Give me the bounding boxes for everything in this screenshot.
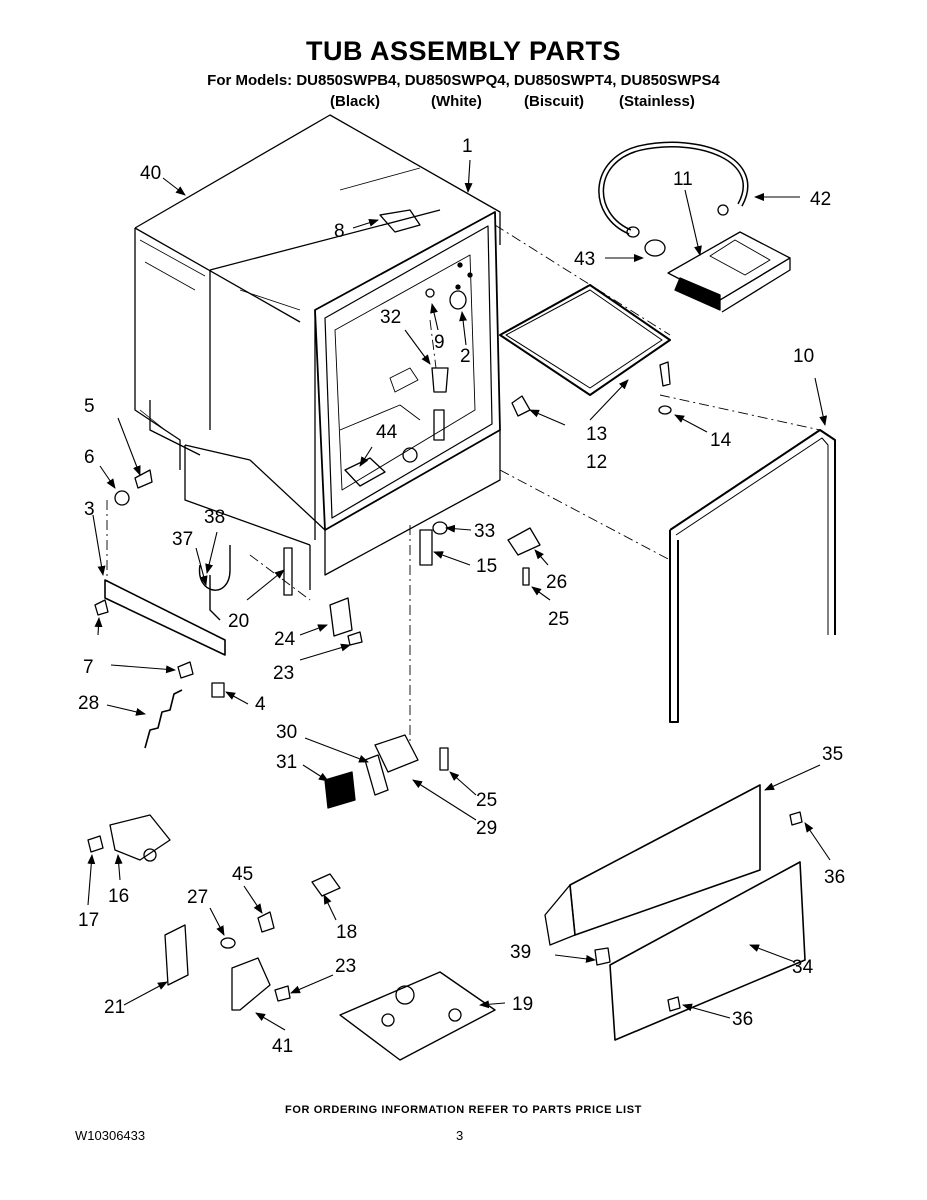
latch-assembly-parts bbox=[324, 734, 449, 809]
frame-part bbox=[669, 429, 836, 723]
callout-13: 13 bbox=[586, 424, 607, 445]
support-frame-part bbox=[499, 284, 671, 396]
callout-40: 40 bbox=[140, 163, 161, 184]
callout-31: 31 bbox=[276, 752, 297, 773]
callout-30: 30 bbox=[276, 722, 297, 743]
callout-11: 11 bbox=[673, 169, 693, 190]
callout-5: 5 bbox=[84, 396, 95, 417]
callout-21: 21 bbox=[104, 997, 125, 1018]
finish-stainless: (Stainless) bbox=[619, 93, 695, 110]
callout-32: 32 bbox=[380, 307, 401, 328]
parts-bag bbox=[339, 971, 496, 1061]
vent-part bbox=[667, 231, 791, 313]
callout-36a: 36 bbox=[824, 867, 845, 888]
finish-white: (White) bbox=[431, 93, 482, 110]
callout-23b: 23 bbox=[335, 956, 356, 977]
finish-biscuit: (Biscuit) bbox=[524, 93, 584, 110]
document-number: W10306433 bbox=[75, 1128, 146, 1143]
callout-27: 27 bbox=[187, 887, 208, 908]
page-title: TUB ASSEMBLY PARTS bbox=[305, 36, 622, 66]
toe-panel-parts bbox=[544, 784, 806, 1041]
water-valve-parts bbox=[87, 814, 171, 862]
tub-part bbox=[184, 211, 501, 590]
callout-42: 42 bbox=[810, 189, 831, 210]
callout-26: 26 bbox=[546, 572, 567, 593]
callout-12: 12 bbox=[586, 452, 607, 473]
callout-25b: 25 bbox=[476, 790, 497, 811]
callout-35: 35 bbox=[822, 744, 843, 765]
callout-38: 38 bbox=[204, 507, 225, 528]
insulation-blanket-part bbox=[134, 114, 501, 470]
callout-23a: 23 bbox=[273, 663, 294, 684]
callout-16: 16 bbox=[108, 886, 129, 907]
callout-2: 2 bbox=[460, 346, 471, 367]
callout-1: 1 bbox=[462, 136, 473, 157]
callout-28: 28 bbox=[78, 693, 99, 714]
page-number: 3 bbox=[456, 1128, 464, 1143]
callout-24: 24 bbox=[274, 629, 296, 650]
fill-hose-part bbox=[598, 141, 749, 238]
mounting-parts bbox=[344, 209, 672, 586]
spring-and-tube-parts bbox=[144, 545, 293, 749]
model-list: For Models: DU850SWPB4, DU850SWPQ4, DU85… bbox=[207, 72, 720, 89]
alignment-lines bbox=[106, 224, 821, 745]
callout-43: 43 bbox=[574, 249, 595, 270]
finish-black: (Black) bbox=[330, 93, 381, 110]
callout-labels: 1 2 3 4 5 6 7 8 9 10 11 12 13 14 15 16 1… bbox=[78, 136, 845, 1057]
callout-20: 20 bbox=[228, 611, 249, 632]
callout-34: 34 bbox=[792, 957, 814, 978]
callout-14: 14 bbox=[710, 430, 732, 451]
callout-33: 33 bbox=[474, 521, 495, 542]
hose-clamp-part bbox=[644, 239, 666, 257]
callout-18: 18 bbox=[336, 922, 357, 943]
callout-10: 10 bbox=[793, 346, 814, 367]
callout-41: 41 bbox=[272, 1036, 293, 1057]
callout-7: 7 bbox=[83, 657, 94, 678]
callout-17: 17 bbox=[78, 910, 99, 931]
callout-25a: 25 bbox=[548, 609, 569, 630]
misc-small-parts bbox=[164, 873, 341, 1011]
callout-44: 44 bbox=[376, 422, 398, 443]
callout-37: 37 bbox=[172, 529, 193, 550]
callout-3: 3 bbox=[84, 499, 95, 520]
leg-bracket-parts bbox=[329, 597, 363, 646]
callout-45: 45 bbox=[232, 864, 253, 885]
leader-lines bbox=[87, 159, 831, 1031]
callout-4: 4 bbox=[255, 694, 266, 715]
ordering-note: FOR ORDERING INFORMATION REFER TO PARTS … bbox=[285, 1104, 642, 1116]
callout-29: 29 bbox=[476, 818, 497, 839]
callout-39: 39 bbox=[510, 942, 531, 963]
callout-19: 19 bbox=[512, 994, 533, 1015]
callout-36b: 36 bbox=[732, 1009, 753, 1030]
callout-6: 6 bbox=[84, 447, 95, 468]
left-bracket-parts bbox=[94, 469, 226, 698]
callout-15: 15 bbox=[476, 556, 497, 577]
callout-8: 8 bbox=[334, 221, 345, 242]
callout-9: 9 bbox=[434, 332, 445, 353]
